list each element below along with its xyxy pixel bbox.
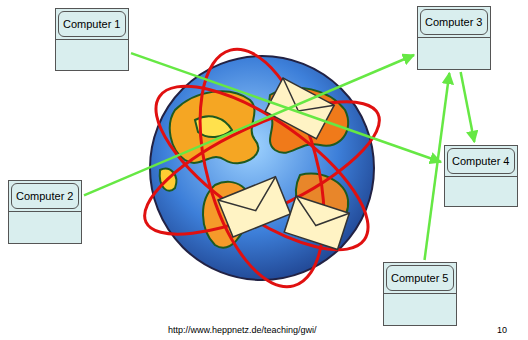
computer-label: Computer 1 [58, 11, 126, 37]
computer-base [444, 177, 518, 207]
computer-label: Computer 4 [447, 148, 515, 174]
source-url: http://www.heppnetz.de/teaching/gwi/ [168, 325, 317, 335]
computer-label: Computer 3 [420, 9, 488, 35]
monitor-frame: Computer 2 [8, 180, 82, 212]
monitor-frame: Computer 1 [55, 8, 129, 40]
computer-node: Computer 1 [55, 8, 129, 71]
computer-base [8, 212, 82, 244]
message-arrow [461, 72, 475, 142]
monitor-frame: Computer 4 [444, 145, 518, 177]
computer-node: Computer 5 [383, 262, 457, 326]
computer-label: Computer 5 [386, 265, 454, 291]
computer-base [55, 40, 129, 71]
monitor-frame: Computer 5 [383, 262, 457, 294]
computer-base [417, 38, 491, 70]
monitor-frame: Computer 3 [417, 6, 491, 38]
computer-node: Computer 4 [444, 145, 518, 207]
message-arrow [131, 53, 441, 162]
computer-label: Computer 2 [11, 183, 79, 209]
globe [150, 56, 374, 280]
envelopes [218, 78, 349, 249]
orbit-rings [128, 36, 396, 300]
computer-node: Computer 3 [417, 6, 491, 70]
page-number: 10 [497, 325, 507, 335]
computer-base [383, 294, 457, 326]
computer-node: Computer 2 [8, 180, 82, 244]
message-arrow [84, 55, 414, 195]
